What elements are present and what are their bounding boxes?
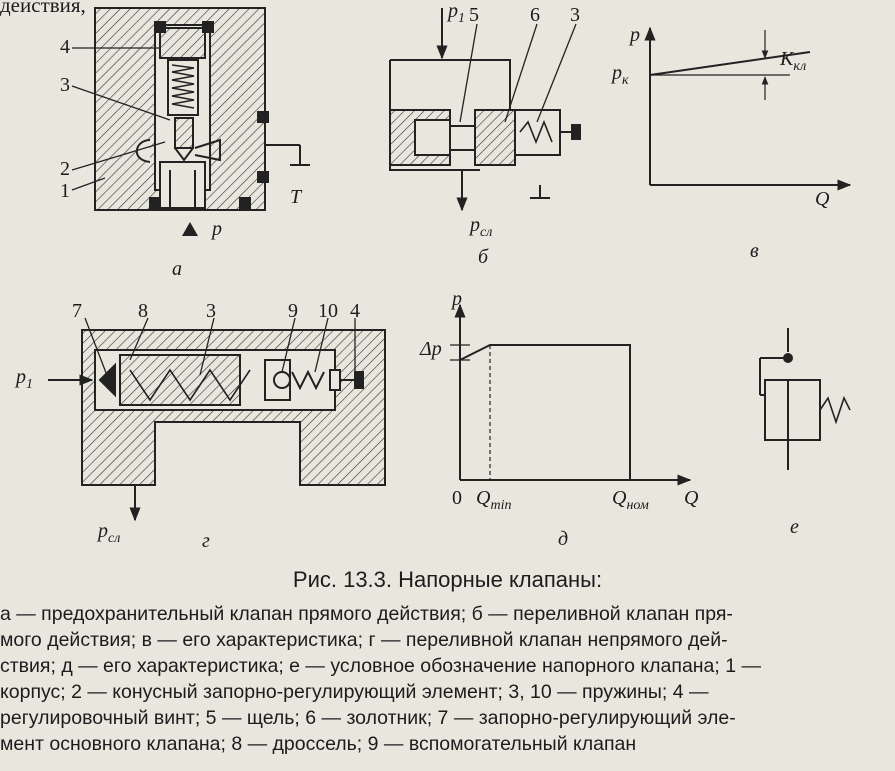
label-g-part-4: 4 — [350, 300, 360, 322]
label-v-y-axis: p — [630, 24, 640, 46]
label-g-part-8: 8 — [138, 300, 148, 322]
label-a-part-2: 2 — [60, 158, 70, 180]
label-b-part-5: 5 — [469, 4, 479, 26]
label-b-inlet: p1 — [448, 0, 465, 26]
label-g-drain: pсл — [98, 520, 121, 546]
label-g-part-3: 3 — [206, 300, 216, 322]
caption-b: б — [478, 246, 489, 268]
label-g-part-10: 10 — [318, 300, 338, 322]
label-b-drain: pсл — [470, 214, 493, 240]
figure-caption-body: а — предохранительный клапан прямого дей… — [0, 601, 895, 757]
label-d-y-axis: p — [452, 288, 462, 310]
label-b-part-3: 3 — [570, 4, 580, 26]
label-g-inlet: p1 — [16, 366, 33, 392]
label-d-x-axis: Q — [684, 487, 699, 509]
figure-caption-title: Рис. 13.3. Напорные клапаны: — [292, 567, 603, 592]
label-g-part-9: 9 — [288, 300, 298, 322]
diagram-e-symbol — [759, 328, 851, 470]
label-a-pressure: p — [212, 218, 222, 240]
caption-line: ствия; д — его характеристика; е — услов… — [0, 655, 762, 677]
header-fragment: действия, — [0, 0, 86, 16]
diagram-b-valve — [389, 8, 581, 212]
label-d-qnom: Qном — [612, 487, 649, 513]
label-a-part-1: 1 — [60, 180, 70, 202]
caption-line: корпус; 2 — конусный запорно-регулирующи… — [0, 681, 709, 703]
caption-e: е — [790, 516, 799, 538]
caption-line: мого действия; в — его характеристика; г… — [0, 629, 728, 651]
diagram-a-leaders — [71, 47, 171, 191]
label-b-part-6: 6 — [530, 4, 540, 26]
diagram-b-leaders — [459, 23, 577, 123]
label-v-x-axis: Q — [815, 188, 830, 210]
diagram-g-valve — [48, 329, 386, 522]
figure-13-3 — [48, 7, 852, 522]
label-d-qmin: Qmin — [476, 487, 512, 513]
label-a-tank: T — [290, 186, 302, 208]
caption-v: в — [750, 240, 759, 262]
caption-line: мент основного клапана; 8 — дроссель; 9 … — [0, 733, 637, 755]
caption-d: д — [558, 528, 569, 550]
caption-a: а — [172, 258, 182, 280]
diagram-g-leaders — [84, 317, 356, 379]
label-v-level: pк — [612, 62, 629, 88]
label-v-coef: Kкл — [780, 48, 807, 74]
diagram-a-pressure-arrow — [182, 222, 198, 236]
diagram-v-chart — [644, 26, 852, 191]
label-d-delta: Δp — [420, 338, 442, 360]
label-d-origin: 0 — [452, 487, 462, 509]
caption-line: регулировочный винт; 5 — щель; 6 — золот… — [0, 707, 736, 729]
label-a-part-4: 4 — [60, 36, 70, 58]
diagram-d-chart — [450, 303, 692, 486]
label-g-part-7: 7 — [72, 300, 82, 322]
caption-line: а — предохранительный клапан прямого дей… — [0, 603, 733, 625]
label-a-part-3: 3 — [60, 74, 70, 96]
diagram-a-valve-body — [94, 7, 310, 211]
caption-g: г — [202, 530, 210, 552]
